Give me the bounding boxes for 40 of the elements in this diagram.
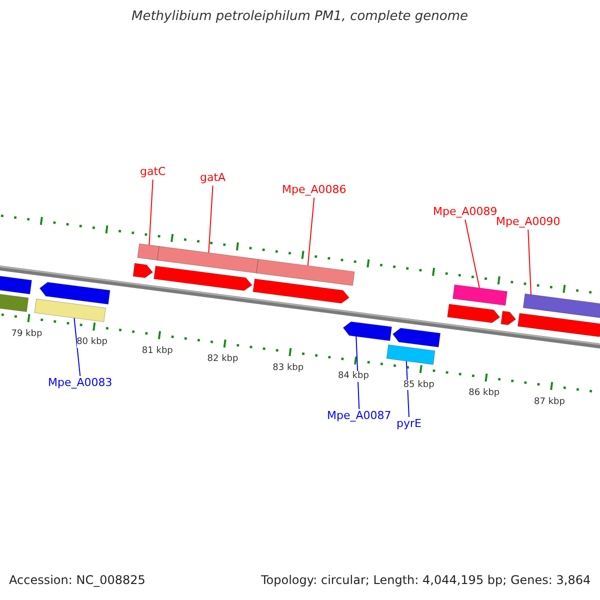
leader-line — [356, 336, 360, 410]
leader-line — [528, 229, 532, 296]
gene-label: Mpe_A0083 — [48, 377, 112, 390]
gene-label: Mpe_A0087 — [327, 410, 392, 423]
gene-label: Mpe_A0089 — [433, 206, 498, 219]
gene-label: Mpe_A0086 — [282, 184, 346, 197]
scale-label: 85 kbp — [403, 380, 434, 390]
scale-label: 81 kbp — [142, 346, 173, 356]
genome-stats-text: Topology: circular; Length: 4,044,195 bp; Genes: 3,864 — [261, 574, 591, 588]
scale-label: 84 kbp — [338, 371, 369, 382]
scale-label: 83 kbp — [272, 362, 304, 374]
gene-feature — [34, 298, 106, 322]
gene-feature — [500, 310, 516, 326]
gene-feature — [0, 273, 32, 294]
leader-line — [208, 185, 214, 254]
gene-label: pyrE — [396, 418, 422, 431]
gene-label: gatA — [200, 172, 226, 185]
scale-label: 79 kbp — [11, 328, 42, 340]
gene-label: Mpe_A0090 — [496, 216, 560, 229]
accession-text: Accession: NC_008825 — [9, 574, 146, 588]
leader-line — [74, 317, 81, 376]
scale-label: 86 kbp — [468, 388, 500, 399]
gene-feature — [522, 293, 600, 320]
gene-feature — [39, 282, 110, 305]
gene-feature — [132, 262, 154, 278]
gene-feature — [256, 258, 355, 286]
leader-line — [464, 219, 480, 288]
gene-feature — [342, 321, 392, 342]
gene-feature — [452, 284, 508, 306]
gene-label: gatC — [140, 166, 166, 179]
scale-label: 82 kbp — [207, 354, 238, 365]
gene-feature — [252, 278, 350, 304]
scale-label: 80 kbp — [76, 337, 108, 348]
map-title: Methylibium petroleiphilum PM1, complete genome — [132, 10, 468, 25]
leader-line — [307, 197, 315, 266]
leader-line — [148, 179, 154, 246]
gene-feature — [137, 243, 160, 261]
gene-feature — [392, 328, 441, 348]
scale-label: 87 kbp — [534, 396, 565, 408]
gene-feature — [386, 344, 436, 365]
